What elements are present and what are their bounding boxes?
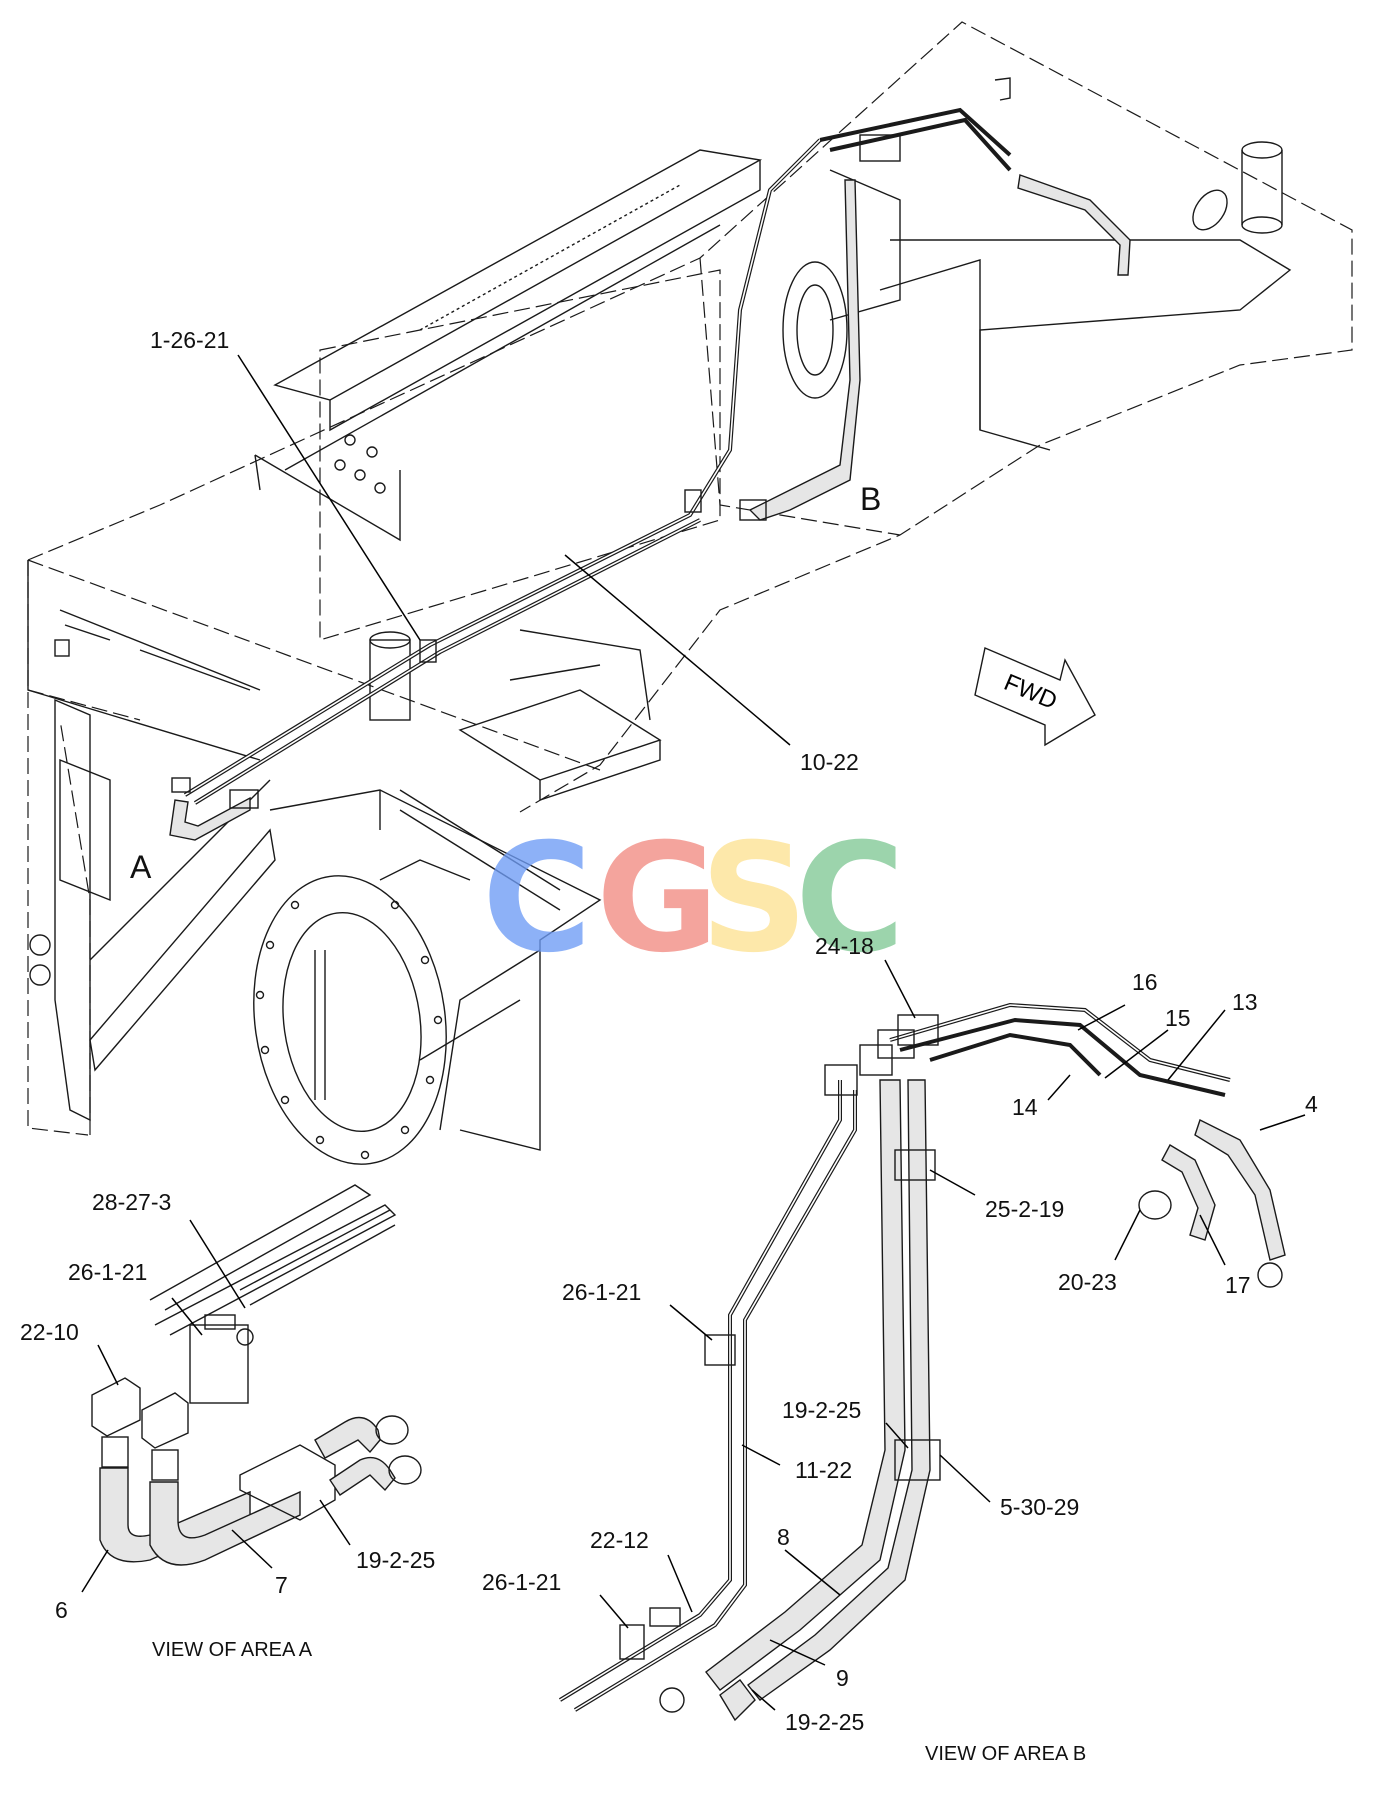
- part-callouts: 1-26-21 10-22 24-18 16 15 13 14 4 25-2-1…: [20, 327, 1318, 1735]
- callout-22-12: 22-12: [590, 1527, 649, 1553]
- callout-6: 6: [55, 1597, 68, 1623]
- callout-28-27-3: 28-27-3: [92, 1189, 171, 1215]
- callout-26-1-21-b-upper: 26-1-21: [562, 1279, 641, 1305]
- callout-9: 9: [836, 1665, 849, 1691]
- watermark-letter-c1: C: [482, 812, 592, 986]
- leader-lines: [81, 354, 1306, 1711]
- view-area-b-drawing: [558, 1002, 1286, 1722]
- callout-1-26-21-top: 1-26-21: [150, 327, 229, 353]
- callout-11-22: 11-22: [795, 1457, 852, 1483]
- machine-frame: [27, 21, 1353, 1165]
- cgsc-watermark: C G S C: [482, 812, 905, 986]
- callout-7: 7: [275, 1572, 288, 1598]
- callout-19-2-25-b-mid: 19-2-25: [782, 1397, 861, 1423]
- view-title-area-b: VIEW OF AREA B: [925, 1743, 1086, 1765]
- callout-13: 13: [1232, 989, 1258, 1015]
- callout-15: 15: [1165, 1005, 1191, 1031]
- callout-16: 16: [1132, 969, 1158, 995]
- callout-4: 4: [1305, 1091, 1318, 1117]
- callout-17: 17: [1225, 1272, 1251, 1298]
- callout-26-1-21-b-lower: 26-1-21: [482, 1569, 561, 1595]
- view-area-a-drawing: [91, 1184, 422, 1566]
- watermark-letter-s: S: [700, 812, 808, 986]
- callout-19-2-25-b-lower: 19-2-25: [785, 1709, 864, 1735]
- callout-25-2-19: 25-2-19: [985, 1196, 1064, 1222]
- area-label-b: B: [860, 481, 881, 517]
- main-view-tube-lines: [169, 107, 1131, 841]
- callout-10-22: 10-22: [800, 749, 859, 775]
- view-title-area-a: VIEW OF AREA A: [152, 1639, 313, 1661]
- callout-5-30-29: 5-30-29: [1000, 1494, 1079, 1520]
- area-label-a: A: [130, 849, 152, 885]
- forward-arrow: FWD: [974, 647, 1096, 747]
- callout-8: 8: [777, 1524, 790, 1550]
- callout-22-10: 22-10: [20, 1319, 79, 1345]
- watermark-letter-g: G: [596, 812, 719, 986]
- callout-19-2-25-a: 19-2-25: [356, 1547, 435, 1573]
- callout-20-23: 20-23: [1058, 1269, 1117, 1295]
- callout-24-18: 24-18: [815, 933, 874, 959]
- callout-14: 14: [1012, 1094, 1038, 1120]
- watermark-letter-c2: C: [795, 812, 905, 986]
- callout-26-1-21-a: 26-1-21: [68, 1259, 147, 1285]
